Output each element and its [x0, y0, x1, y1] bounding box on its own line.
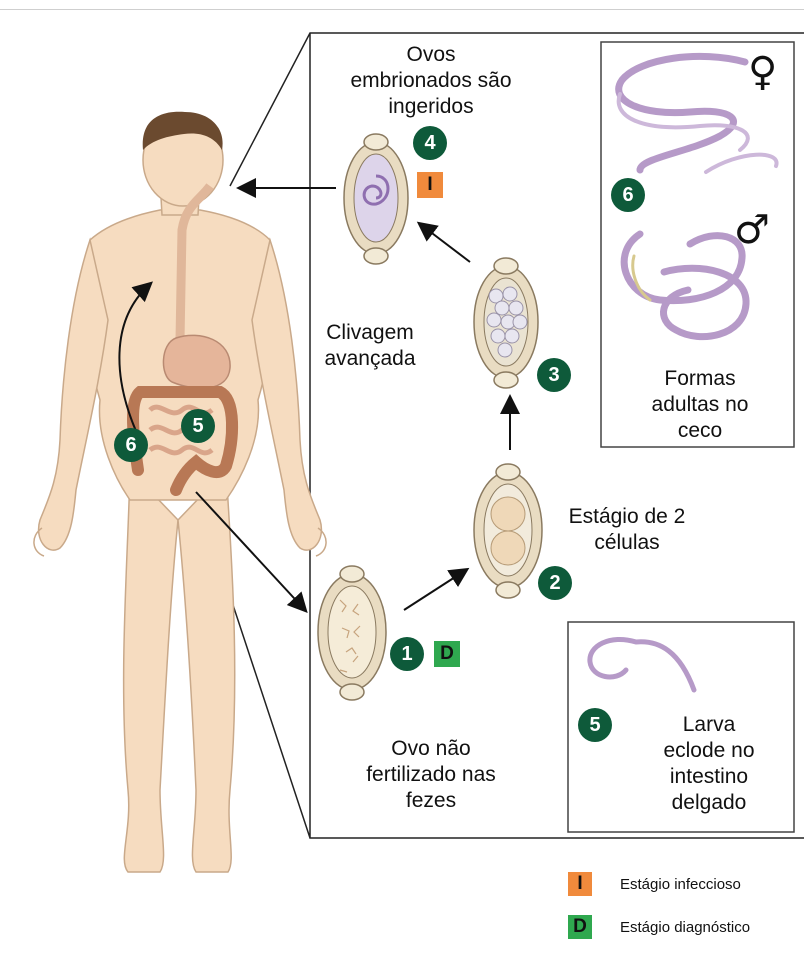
stage-badge-2: 2: [538, 566, 572, 600]
legend-infective-text: Estágio infeccioso: [620, 876, 741, 894]
legend-diagnostic-text: Estágio diagnóstico: [620, 919, 750, 937]
stage-badge-1: 1: [390, 637, 424, 671]
stage-badge-6-box: 6: [611, 178, 645, 212]
label-adults: Formas adultas no ceco: [640, 366, 760, 444]
egg-two-cell: [474, 464, 542, 598]
legend-diagnostic-key: D: [568, 915, 592, 939]
stage-badge-5-body: 5: [181, 409, 215, 443]
stage-badge-6-body: 6: [114, 428, 148, 462]
stage-badge-5-box: 5: [578, 708, 612, 742]
egg-embryonated: [344, 134, 408, 264]
label-unfertilized: Ovo não fertilizado nas fezes: [356, 736, 506, 814]
egg-unfertilized: [318, 566, 386, 700]
female-symbol: ♀: [748, 52, 777, 92]
label-two-cell: Estágio de 2 células: [562, 504, 692, 556]
label-larva: Larva eclode no intestino delgado: [644, 712, 774, 816]
label-ingested: Ovos embrionados são ingeridos: [336, 42, 526, 120]
infective-marker: I: [417, 172, 443, 198]
stage-badge-3: 3: [537, 358, 571, 392]
label-advanced-cleavage: Clivagem avançada: [310, 320, 430, 372]
male-symbol: ♂: [734, 210, 770, 250]
diagnostic-marker: D: [434, 641, 460, 667]
legend-infective-key: I: [568, 872, 592, 896]
human-figure: [34, 112, 326, 872]
egg-advanced-cleavage: [474, 258, 538, 388]
stage-badge-4: 4: [413, 126, 447, 160]
